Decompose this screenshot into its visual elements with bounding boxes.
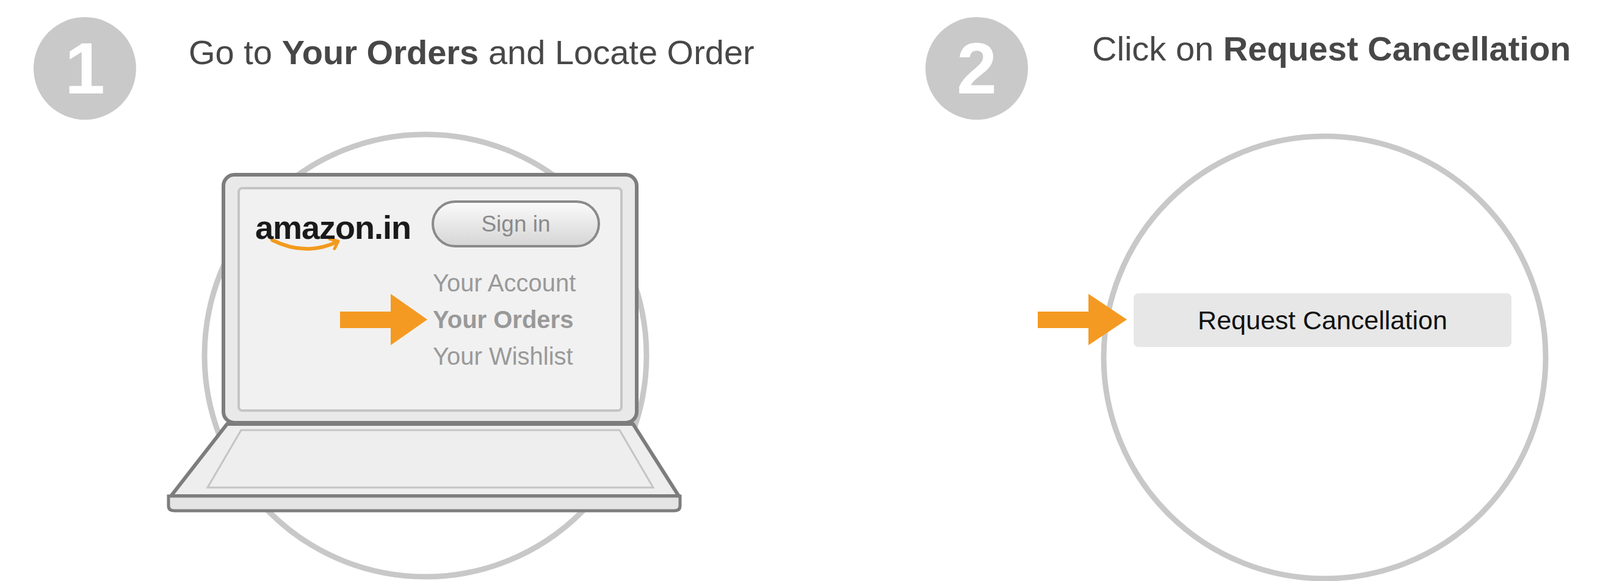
menu-item: Your Account (432, 267, 576, 298)
heading-text: Go to (188, 33, 273, 72)
button-label: Request Cancellation (1197, 305, 1448, 336)
heading-text: and Locate Order (488, 33, 755, 72)
step-number: 2 (925, 17, 1029, 120)
step-number: 1 (33, 17, 137, 120)
laptop-lid (223, 174, 637, 423)
heading-text: Click on (1092, 29, 1214, 68)
heading-text: Request Cancellation (1223, 29, 1571, 68)
keyboard-area (207, 429, 654, 488)
button-label: Sign in (481, 211, 551, 237)
frame-circle (1103, 136, 1546, 579)
step-number-text: 1 (64, 32, 105, 105)
sign-in-button: Sign in (431, 200, 601, 248)
heading-text: Your Orders (282, 33, 480, 72)
browser-screen: amazon.inYour AccountYour OrdersYour Wis… (222, 173, 638, 424)
menu-item: Your Orders (432, 304, 574, 334)
step-heading: Click onRequest Cancellation (1092, 29, 1571, 68)
laptop-screen (238, 188, 622, 411)
laptop-edge (168, 495, 681, 511)
menu-item: Your Wishlist (432, 341, 574, 371)
laptop-base (170, 423, 679, 496)
step-number-text: 2 (956, 32, 997, 105)
step-heading: Go toYour Ordersand Locate Order (188, 33, 755, 72)
pointer-arrow (1037, 293, 1127, 345)
pointer-arrow (340, 293, 428, 345)
action-button: Request Cancellation (1133, 293, 1512, 347)
logo-text: amazon.in (255, 207, 411, 248)
